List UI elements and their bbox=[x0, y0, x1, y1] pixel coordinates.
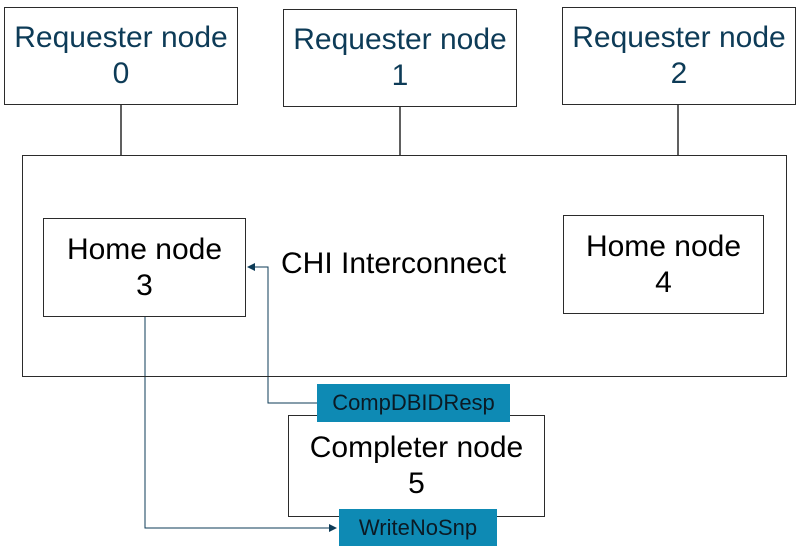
home-node-3: Home node 3 bbox=[43, 218, 246, 317]
chi-interconnect-label: CHI Interconnect bbox=[281, 247, 507, 280]
requester-node-1-id: 1 bbox=[391, 59, 409, 92]
home-node-4-id: 4 bbox=[655, 265, 672, 299]
home-node-4-title: Home node bbox=[585, 229, 742, 263]
requester-node-2: Requester node 2 bbox=[562, 7, 796, 105]
writenosnp-badge: WriteNoSnp bbox=[339, 509, 497, 546]
chi-interconnect-box bbox=[22, 155, 787, 377]
writenosnp-path bbox=[144, 317, 337, 532]
requester-node-1: Requester node 1 bbox=[283, 9, 517, 107]
home-node-4: Home node 4 bbox=[563, 215, 764, 314]
compdbidresp-badge: CompDBIDResp bbox=[317, 384, 510, 422]
requester-node-0-id: 0 bbox=[112, 57, 130, 90]
requester-node-2-id: 2 bbox=[670, 57, 688, 90]
requester-node-0-title: Requester node bbox=[14, 21, 228, 54]
compdbidresp-path bbox=[247, 263, 317, 404]
requester-node-1-title: Requester node bbox=[293, 23, 507, 56]
home-node-3-id: 3 bbox=[136, 268, 153, 302]
completer-node-5: Completer node 5 bbox=[288, 415, 545, 517]
home-node-3-title: Home node bbox=[66, 232, 223, 266]
requester-node-0: Requester node 0 bbox=[4, 7, 238, 105]
completer-node-5-title: Completer node bbox=[309, 431, 524, 464]
completer-node-5-id: 5 bbox=[408, 467, 425, 500]
requester-node-2-title: Requester node bbox=[572, 21, 786, 54]
